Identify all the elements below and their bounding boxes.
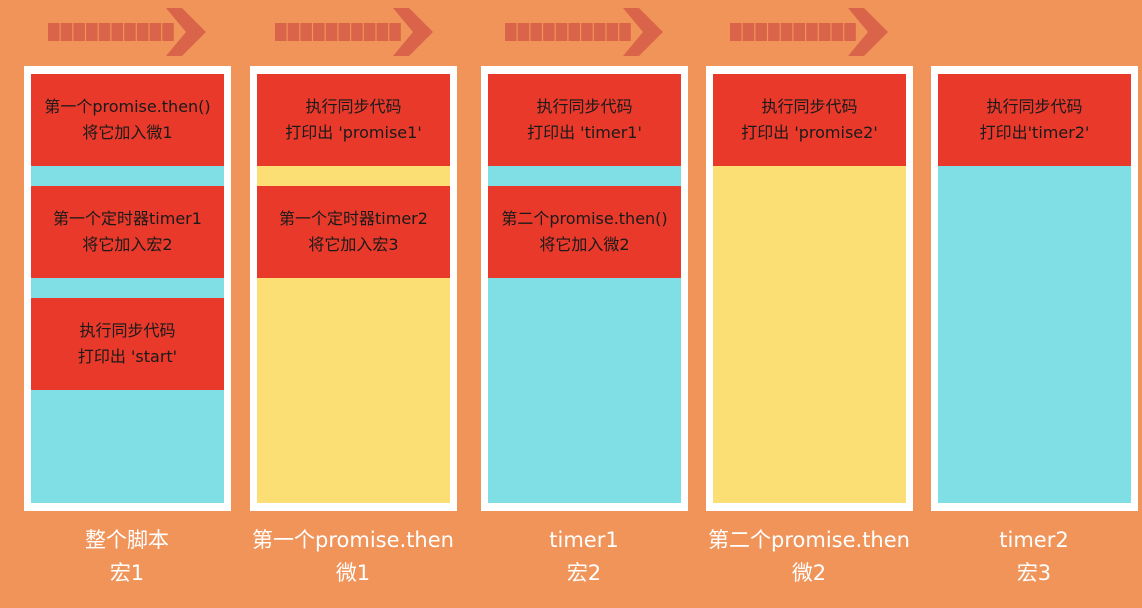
task-name: 整个脚本 [85, 528, 169, 552]
task-block: 第一个promise.then() 将它加入微1 [31, 74, 224, 166]
task-text: 将它加入宏3 [308, 235, 399, 254]
column-label: timer2 宏3 [914, 524, 1142, 590]
queue-name: 微1 [335, 561, 371, 585]
task-column: 执行同步代码打印出 'promise1' 第一个定时器timer2 将它加入宏3 [250, 66, 457, 511]
column-label: timer1 宏2 [464, 524, 704, 590]
queue-name: 宏2 [566, 561, 602, 585]
task-text: 将它加入微2 [539, 235, 630, 254]
task-block: 第一个定时器timer1 将它加入宏2 [31, 186, 224, 278]
column-label: 整个脚本宏1 [7, 524, 247, 590]
task-text: 第一个定时器timer2 [279, 209, 428, 228]
task-name: timer2 [999, 528, 1069, 552]
task-text: 打印出 'promise2' [741, 123, 878, 142]
right-arrow-icon [48, 8, 208, 56]
task-text: 执行同步代码 [536, 97, 633, 116]
right-arrow-icon [730, 8, 890, 56]
right-arrow-icon [275, 8, 435, 56]
queue-name: 宏1 [109, 561, 145, 585]
task-name: 第二个promise.then [708, 528, 910, 552]
column-label: 第二个promise.then 微2 [689, 524, 929, 590]
right-arrow-icon [505, 8, 665, 56]
queue-name: 微2 [791, 561, 827, 585]
task-queue-area: 第一个promise.then() 将它加入微1 第一个定时器timer1 将它加入宏… [31, 74, 224, 503]
task-text: 第一个定时器timer1 [53, 209, 202, 228]
task-text: 执行同步代码 [79, 321, 176, 340]
task-block: 执行同步代码打印出 'start' [31, 298, 224, 390]
task-block: 执行同步代码打印出 'timer1' [488, 74, 681, 166]
task-block: 执行同步代码打印出'timer2' [938, 74, 1131, 166]
task-text: 第二个promise.then() [501, 209, 668, 228]
task-queue-area: 执行同步代码打印出 'promise1' 第一个定时器timer2 将它加入宏3 [257, 74, 450, 503]
queue-name: 宏3 [1016, 561, 1052, 585]
task-name: 第一个promise.then [252, 528, 454, 552]
task-text: 执行同步代码 [986, 97, 1083, 116]
task-column: 第一个promise.then() 将它加入微1 第一个定时器timer1 将它加入宏… [24, 66, 231, 511]
task-text: 将它加入宏2 [82, 235, 173, 254]
task-block: 执行同步代码打印出 'promise2' [713, 74, 906, 166]
task-name: timer1 [549, 528, 619, 552]
task-queue-area: 执行同步代码打印出 'promise2' [713, 74, 906, 503]
task-text: 执行同步代码 [761, 97, 858, 116]
task-column: 执行同步代码打印出'timer2' [931, 66, 1138, 511]
task-text: 打印出 'timer1' [527, 123, 642, 142]
column-label: 第一个promise.then 微1 [233, 524, 473, 590]
task-queue-area: 执行同步代码打印出'timer2' [938, 74, 1131, 503]
task-text: 将它加入微1 [82, 123, 173, 142]
task-text: 打印出 'start' [77, 347, 178, 366]
task-block: 执行同步代码打印出 'promise1' [257, 74, 450, 166]
task-text: 第一个promise.then() [44, 97, 211, 116]
task-text: 打印出'timer2' [979, 123, 1090, 142]
task-column: 执行同步代码打印出 'promise2' [706, 66, 913, 511]
task-text: 执行同步代码 [305, 97, 402, 116]
task-block: 第二个promise.then() 将它加入微2 [488, 186, 681, 278]
task-block: 第一个定时器timer2 将它加入宏3 [257, 186, 450, 278]
task-text: 打印出 'promise1' [285, 123, 422, 142]
task-column: 执行同步代码打印出 'timer1' 第二个promise.then() 将它加入微… [481, 66, 688, 511]
task-queue-area: 执行同步代码打印出 'timer1' 第二个promise.then() 将它加入微… [488, 74, 681, 503]
